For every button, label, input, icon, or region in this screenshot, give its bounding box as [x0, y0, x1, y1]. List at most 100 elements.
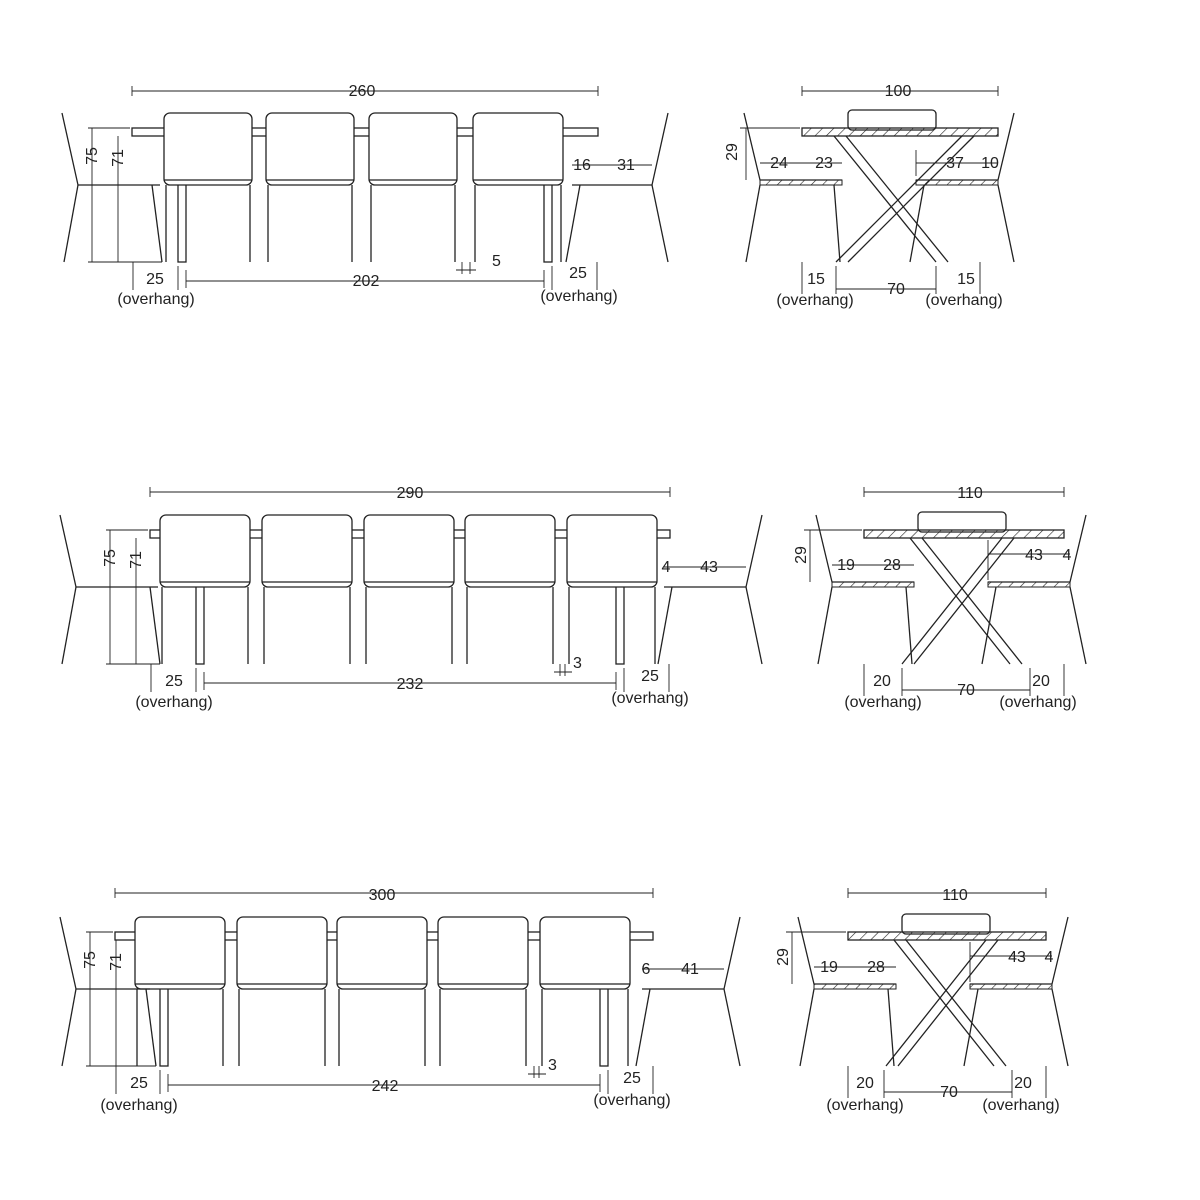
end-chair-left [797, 916, 897, 1067]
label-left-overhang: (overhang) [135, 694, 212, 711]
chair-back-2 [265, 112, 355, 262]
label-right-overhang: (overhang) [540, 288, 617, 305]
dim-seat-height: 29 [724, 143, 741, 161]
dimension-lines [786, 888, 1052, 1098]
dimension-lines [86, 888, 724, 1094]
dim-right-knee-space: 43 [1008, 949, 1026, 966]
dim-table-width: 100 [885, 83, 912, 100]
end-chair-left [59, 916, 157, 1067]
dim-left-chair-depth: 19 [837, 557, 855, 574]
table-top [131, 127, 599, 137]
chair-row [134, 916, 631, 1066]
cross-legs [833, 135, 975, 263]
dim-right-end-overhang: 20 [1032, 673, 1050, 690]
dim-height-under: 71 [108, 953, 125, 971]
chair-back-3 [336, 916, 428, 1066]
end-chair-right [909, 112, 1015, 263]
dim-right-chair-gap: 10 [981, 155, 999, 172]
label-right-overhang: (overhang) [593, 1092, 670, 1109]
dim-total-length: 290 [397, 485, 424, 502]
dim-left-chair-depth: 19 [820, 959, 838, 976]
dim-right-overhang: 25 [623, 1070, 641, 1087]
dim-left-knee-space: 28 [867, 959, 885, 976]
end-view-3: 110 29 19 28 43 4 20 (overhang) 70 20 (o… [775, 887, 1069, 1114]
chair-back-4 [437, 916, 529, 1066]
end-chair-right [565, 112, 669, 263]
dim-right-end-overhang: 20 [1014, 1075, 1032, 1092]
label-left-overhang: (overhang) [100, 1097, 177, 1114]
chair-back-3 [363, 514, 455, 664]
end-chair-left [59, 514, 161, 665]
dim-right-chair-gap: 4 [1063, 547, 1072, 564]
dim-seat-height: 29 [793, 546, 810, 564]
dim-inner-length: 242 [372, 1078, 399, 1095]
dim-left-overhang: 25 [130, 1075, 148, 1092]
dim-left-overhang: 25 [146, 271, 164, 288]
dim-left-knee-space: 23 [815, 155, 833, 172]
label-left-end-overhang: (overhang) [776, 292, 853, 309]
dim-leg-width: 3 [548, 1057, 557, 1074]
dim-leg-width: 3 [573, 655, 582, 672]
end-chair-right [963, 916, 1069, 1067]
end-chair-right [657, 514, 763, 665]
dim-right-chair-gap: 4 [1045, 949, 1054, 966]
dim-right-overhang: 25 [641, 668, 659, 685]
far-chair-back [917, 511, 1007, 533]
dim-inner-length: 232 [397, 676, 424, 693]
dim-height-under: 71 [128, 551, 145, 569]
side-view-1: 260 202 75 71 5 16 31 25 (overhang) 25 (… [61, 83, 669, 308]
end-view-2: 110 29 19 28 43 4 20 (overhang) 70 20 (o… [793, 485, 1087, 711]
far-chair-back [901, 913, 991, 935]
chair-back-5 [566, 514, 658, 664]
dim-right-gap: 4 [662, 559, 671, 576]
dim-base-width: 70 [940, 1084, 958, 1101]
cross-legs [901, 537, 1023, 665]
dim-base-width: 70 [887, 281, 905, 298]
dim-total-length: 300 [369, 887, 396, 904]
dim-right-gap: 6 [642, 961, 651, 978]
dim-height-under: 71 [110, 149, 127, 167]
dim-table-width: 110 [957, 485, 983, 502]
dim-left-overhang: 25 [165, 673, 183, 690]
dim-base-width: 70 [957, 682, 975, 699]
dim-height: 75 [82, 951, 99, 969]
side-view-2: 290 232 75 71 3 4 43 25 (overhang) 25 (o… [59, 485, 763, 711]
dim-total-length: 260 [349, 83, 376, 100]
label-right-end-overhang: (overhang) [925, 292, 1002, 309]
dim-left-end-overhang: 20 [873, 673, 891, 690]
dim-left-chair-depth: 24 [770, 155, 788, 172]
dim-right-chair: 41 [681, 961, 699, 978]
end-chair-left [61, 112, 163, 263]
end-chair-right [635, 916, 741, 1067]
dimension-lines [804, 487, 1070, 696]
dim-height: 75 [84, 147, 101, 165]
dimension-lines [88, 86, 652, 290]
dim-inner-length: 202 [353, 273, 380, 290]
dimension-lines [106, 487, 746, 692]
dim-left-knee-space: 28 [883, 557, 901, 574]
chair-back-1 [159, 514, 251, 664]
chair-back-2 [236, 916, 328, 1066]
cross-legs [885, 939, 1007, 1067]
label-right-end-overhang: (overhang) [982, 1097, 1059, 1114]
side-view-3: 300 242 75 71 3 6 41 25 (overhang) 25 (o… [59, 887, 741, 1114]
label-right-overhang: (overhang) [611, 690, 688, 707]
chair-back-1 [134, 916, 226, 1066]
dim-seat-height: 29 [775, 948, 792, 966]
dim-right-chair: 43 [700, 559, 718, 576]
end-view-1: 100 29 24 23 37 10 15 (overhang) 70 15 (… [724, 83, 1015, 309]
end-chair-left [815, 514, 915, 665]
chair-back-5 [539, 916, 631, 1066]
far-chair-back [847, 109, 937, 131]
chair-row [159, 514, 658, 664]
chair-back-4 [472, 112, 564, 262]
end-chair-right [981, 514, 1087, 665]
table-top-section [847, 931, 1047, 941]
dim-right-gap: 16 [573, 157, 591, 174]
dimension-lines [740, 86, 999, 294]
chair-back-3 [368, 112, 458, 262]
table-top-section [801, 127, 999, 137]
dim-right-knee-space: 37 [946, 155, 964, 172]
chair-back-2 [261, 514, 353, 664]
